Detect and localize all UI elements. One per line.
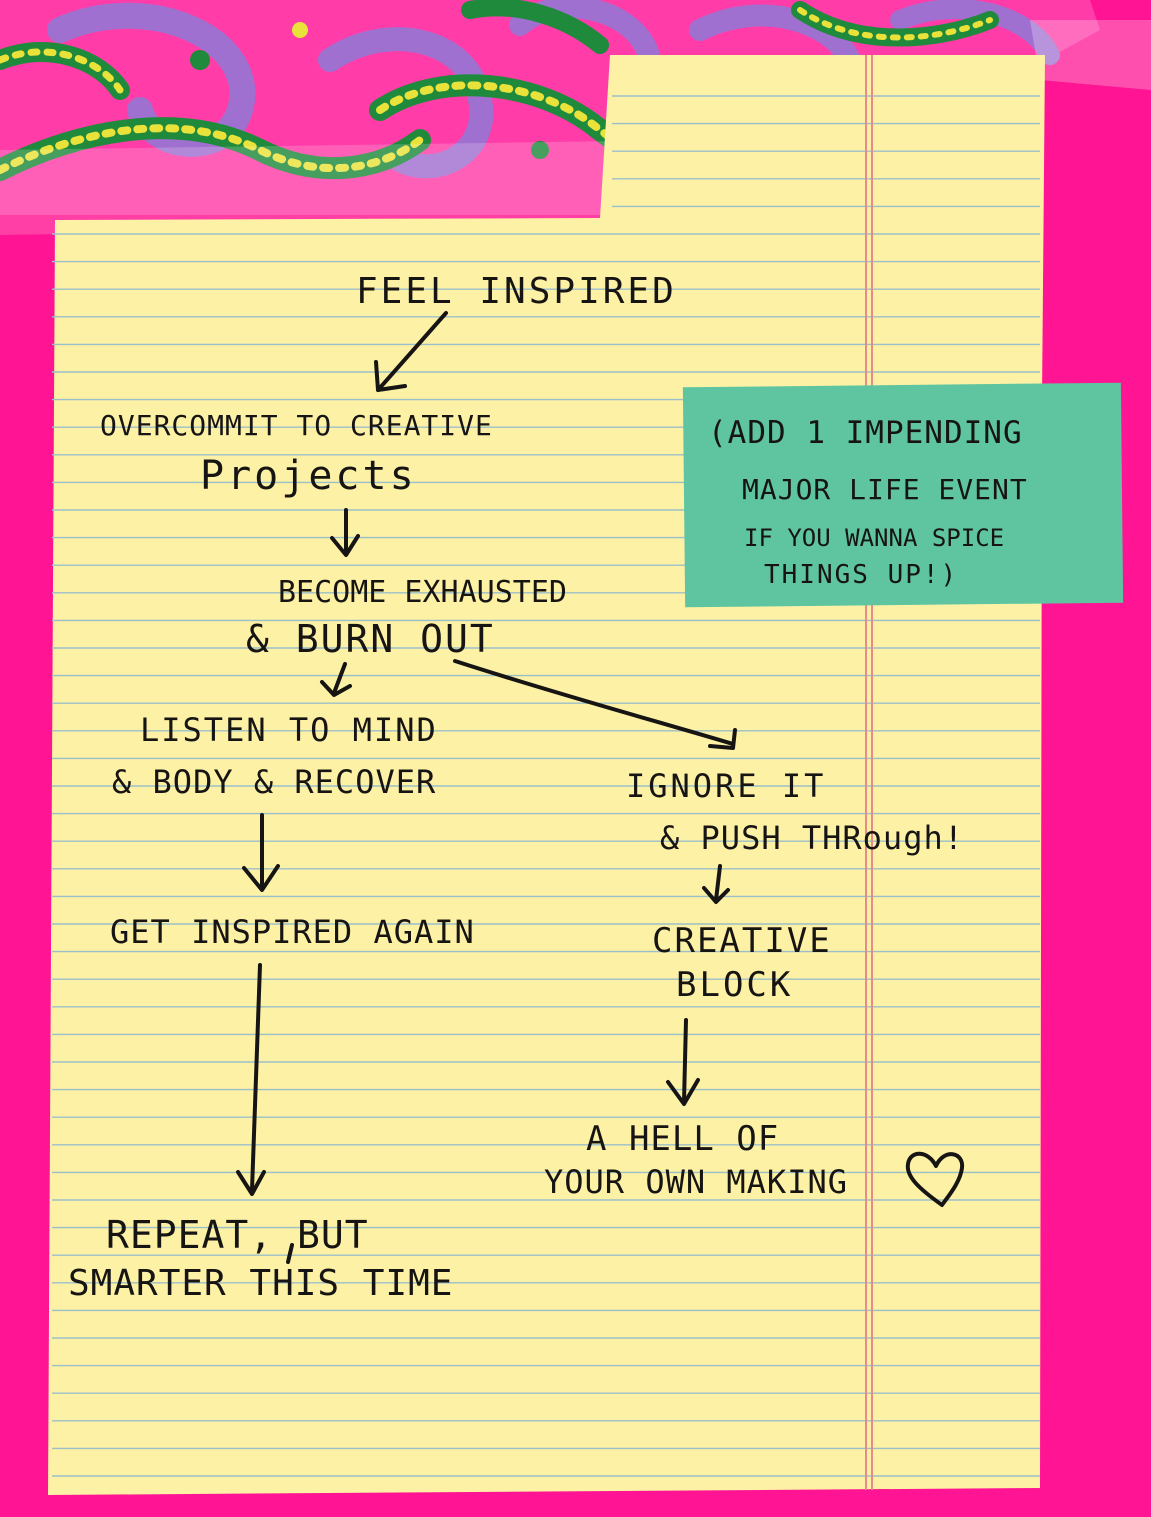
paisley-band xyxy=(0,48,124,94)
node-hell-line1: A HELL OF xyxy=(586,1119,780,1159)
note-line1: (ADD 1 iMPENDiNG xyxy=(708,415,1023,451)
paisley-dot xyxy=(190,50,210,70)
paisley-swirl xyxy=(47,2,256,157)
comma-mark xyxy=(286,1243,294,1264)
paisley-swirl xyxy=(318,27,494,179)
node-ignore-line1: iGNORE it xyxy=(626,767,827,805)
note-line2: MAJOR LiFE EVENT xyxy=(742,473,1028,506)
paisley-dot xyxy=(292,22,308,38)
arrow-burnout-to-ignore xyxy=(453,659,737,750)
node-listen-line1: LiSTEN TO MiND xyxy=(140,711,438,749)
node-hell-line2: YOUR OWN MAKiNG xyxy=(544,1163,848,1201)
note-line4: THiNGS UP!) xyxy=(764,560,959,590)
node-repeat-line2: SMARTER THiS TiME xyxy=(68,1263,454,1304)
paisley-band xyxy=(461,0,609,54)
node-block-line1: CREATiVE xyxy=(652,921,832,961)
arrow-recover-to-inspired-again xyxy=(242,813,280,892)
node-feel-inspired: FEEL iNSPiRED xyxy=(356,271,677,312)
arrow-burnout-to-listen xyxy=(320,662,352,697)
heart-icon xyxy=(905,1151,965,1207)
node-repeat-line1: REPEAT, BUT xyxy=(106,1213,369,1257)
note-line3: iF YOU WANNA SPiCE xyxy=(744,524,1005,552)
node-exhausted-line2: & BURN OUT xyxy=(246,617,495,661)
node-get-inspired-again: GET iNSPiRED AGAiN xyxy=(110,913,475,951)
paisley-swirl xyxy=(689,4,861,71)
node-ignore-line2: & PUSH THRough! xyxy=(660,819,964,857)
arrow-push-to-block xyxy=(702,864,730,904)
node-block-line2: BLOCK xyxy=(676,965,794,1005)
paisley-pattern-strip xyxy=(0,0,1100,215)
node-exhausted-line1: BECOME EXHAUSTED xyxy=(278,575,567,610)
flow-arrows xyxy=(236,311,737,1264)
paisley-dot xyxy=(531,141,549,159)
tape-strip-edge xyxy=(1030,20,1151,90)
node-listen-line2: & BODY & RECOVER xyxy=(112,763,437,801)
node-overcommit-line2: Projects xyxy=(200,453,417,499)
arrow-block-to-hell xyxy=(666,1018,700,1106)
arrow-overcommit-to-exhausted xyxy=(330,508,360,557)
paisley-band xyxy=(797,7,993,41)
arrow-feel-to-overcommit xyxy=(374,311,448,392)
arrow-inspired-again-to-repeat xyxy=(236,963,266,1196)
ruled-lines xyxy=(52,95,1040,1477)
paisley-band xyxy=(0,124,424,174)
tape-strip xyxy=(0,140,700,235)
sticky-note xyxy=(682,382,1124,608)
node-overcommit-line1: OVERCOMMiT TO CREATiVE xyxy=(100,409,493,442)
